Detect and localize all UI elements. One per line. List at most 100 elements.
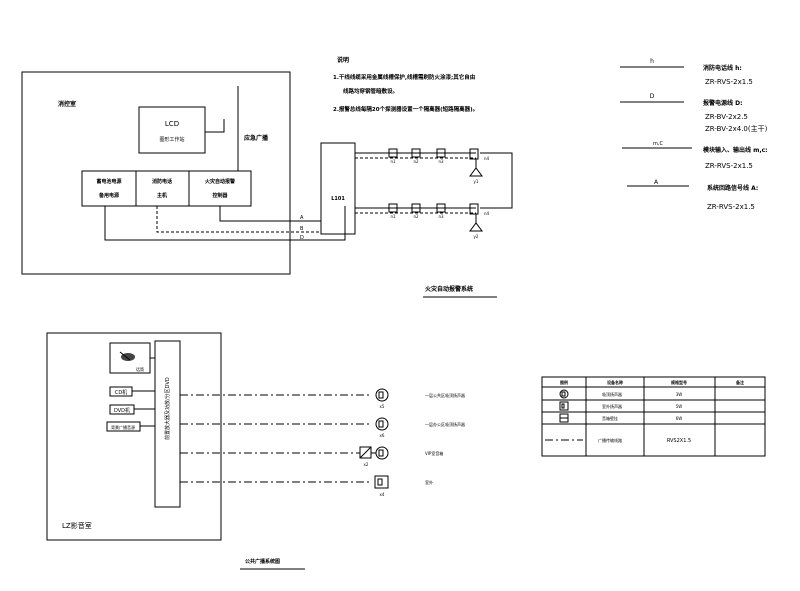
- ceiling-speaker-icon-2: [375, 417, 389, 431]
- table-header-icon: 图例: [560, 379, 568, 385]
- channel-label-2: 一层办公区吸顶扬声器: [425, 421, 465, 427]
- legend-symbol-mc: m,C: [653, 141, 663, 147]
- smoke-detector-icon: [411, 148, 421, 158]
- svg-text:n2: n2: [413, 159, 419, 164]
- svg-text:3W: 3W: [676, 392, 683, 397]
- control-room-frame: [21, 71, 291, 275]
- alarm-bell-icon-2: [469, 222, 483, 232]
- ceiling-speaker-icon-legend: [559, 389, 569, 399]
- legend-spec-h: ZR-RVS-2x1.5: [705, 78, 753, 86]
- line-b2-label: D: [300, 235, 304, 241]
- svg-text:n1: n1: [390, 159, 396, 164]
- notes-block: 说明 1.干线线缆采用金属线槽保护,线槽需刷防火涂漆;其它自由 线路均穿钢管暗敷…: [333, 56, 478, 113]
- channel-label-1: 一层公共区吸顶扬声器: [425, 392, 465, 398]
- table-header-spec: 规格型号: [670, 379, 687, 385]
- legend-symbol-d: D: [650, 93, 655, 100]
- cd-player-label: CD机: [115, 389, 127, 396]
- dvd-player-label: DVD机: [114, 407, 130, 414]
- power-label-1: 蓄电池电源: [96, 178, 121, 185]
- legend-label-d: 报警电源线 D:: [703, 99, 742, 107]
- svg-text:n4: n4: [484, 156, 490, 161]
- mic-label: 话筒: [136, 366, 144, 372]
- fire-controller-label-2: 控制器: [212, 192, 228, 199]
- channel-count-1: x5: [380, 404, 385, 409]
- notes-line-3: 2.报警总线每隔20个探测器设置一个隔离器(短路隔离器)。: [333, 105, 478, 113]
- loop-module-box: [320, 142, 356, 235]
- legend-spec-d-2: ZR-BV-2x4.0(主干): [705, 124, 768, 133]
- svg-text:y1: y1: [474, 179, 479, 184]
- bgm-source-label: 背景广播音源: [111, 424, 135, 430]
- wall-speaker-icon: [374, 475, 389, 489]
- av-room-frame: [46, 332, 222, 541]
- svg-text:室外扬声器: 室外扬声器: [602, 403, 622, 409]
- loop-module-label: L101: [331, 196, 345, 202]
- channel-label-4: 室外: [425, 479, 433, 485]
- channel-label-3: VIP室音箱: [425, 450, 443, 456]
- lcd-workstation-box: [138, 106, 206, 154]
- line-a-label: A: [300, 215, 304, 221]
- wall-speaker-icon-legend: [559, 401, 569, 411]
- svg-text:n4: n4: [484, 211, 490, 216]
- channel-count-4: x4: [380, 492, 385, 497]
- notes-line-2: 线路均穿钢管暗敷设。: [343, 87, 398, 95]
- power-label-2: 备用电源: [98, 192, 119, 199]
- svg-text:吸顶扬声器: 吸顶扬声器: [602, 391, 622, 397]
- alarm-bell-icon: [469, 167, 483, 177]
- line-a: [219, 206, 321, 222]
- svg-text:5W: 5W: [676, 404, 683, 409]
- notes-title: 说明: [337, 56, 349, 64]
- svg-text:RVS2X1.5: RVS2X1.5: [667, 438, 691, 444]
- svg-text:n2: n2: [413, 214, 419, 219]
- control-room-label: 消控室: [58, 100, 76, 108]
- legend-label-h: 消防电话线 h:: [703, 64, 742, 72]
- table-header-note: 备注: [735, 379, 744, 385]
- equipment-table: 图例 设备名称 规格型号 备注 吸顶扬声器 室外扬声器 音箱壁挂 广播传输线路 …: [541, 376, 766, 457]
- line-b1: [156, 206, 321, 233]
- heat-detector-icon: [436, 148, 446, 158]
- fire-alarm-caption: 火灾自动报警系统: [425, 285, 473, 293]
- heat-detector-icon-2: [436, 203, 446, 213]
- svg-text:6W: 6W: [676, 416, 683, 421]
- lcd-link-line: [205, 119, 225, 133]
- svg-text:n3: n3: [438, 214, 444, 219]
- svg-text:音箱壁挂: 音箱壁挂: [602, 415, 618, 421]
- legend-label-mc: 模块输入、输出线 m,c:: [703, 146, 768, 154]
- public-broadcast-diagram: LZ影音室 话筒 CD机 DVD机 背景广播音源 前置放大器及功放/分区DVD: [46, 332, 465, 570]
- isolator-module-icon: [388, 148, 398, 158]
- legend-spec-d-1: ZR-BV-2x2.5: [705, 113, 748, 121]
- legend-symbol-h: h: [650, 58, 654, 65]
- phone-label-2: 主机: [157, 192, 167, 199]
- legend-symbol-a: A: [654, 179, 659, 186]
- line-b1-label: B: [300, 226, 304, 232]
- svg-text:y2: y2: [474, 234, 479, 239]
- isolator-module-icon-2: [388, 203, 398, 213]
- cable-legend: h 消防电话线 h: ZR-RVS-2x1.5 D 报警电源线 D: ZR-BV…: [620, 58, 768, 211]
- fire-controller-label-1: 火灾自动报警: [205, 178, 235, 185]
- line-b2: [104, 206, 346, 241]
- svg-text:n3: n3: [438, 159, 444, 164]
- amplifier-label: 前置放大器及功放/分区DVD: [164, 377, 171, 440]
- channel-count-3: x2: [364, 462, 369, 467]
- fire-alarm-system-diagram: 消控室 LCD 图形工作站 应急广播 蓄电池电源 备用电源 消防电话 主机 火灾…: [21, 71, 513, 298]
- ceiling-speaker-icon: [375, 388, 389, 402]
- legend-label-a: 系统回路信号线 A:: [707, 184, 758, 192]
- channel-count-2: x6: [380, 433, 385, 438]
- notes-line-1: 1.干线线缆采用金属线槽保护,线槽需刷防火涂漆;其它自由: [333, 73, 475, 81]
- phone-label-1: 消防电话: [152, 178, 172, 185]
- table-header-name: 设备名称: [607, 379, 623, 385]
- smoke-detector-icon-2: [411, 203, 421, 213]
- manual-call-point-icon: [469, 148, 479, 160]
- audio-box-icon: [359, 446, 389, 460]
- av-room-label: LZ影音室: [62, 521, 92, 530]
- broadcast-caption: 公共广播系统图: [245, 558, 280, 565]
- lcd-title: LCD: [165, 120, 179, 128]
- lcd-subtitle: 图形工作站: [159, 136, 184, 143]
- svg-text:广播传输线路: 广播传输线路: [598, 437, 622, 443]
- legend-spec-mc: ZR-RVS-2x1.5: [705, 162, 753, 170]
- audio-box-icon-legend: [559, 413, 569, 423]
- main-equipment-row: [81, 170, 252, 207]
- microphone-icon: [119, 351, 135, 361]
- broadcast-label: 应急广播: [244, 134, 269, 142]
- legend-spec-a: ZR-RVS-2x1.5: [707, 203, 755, 211]
